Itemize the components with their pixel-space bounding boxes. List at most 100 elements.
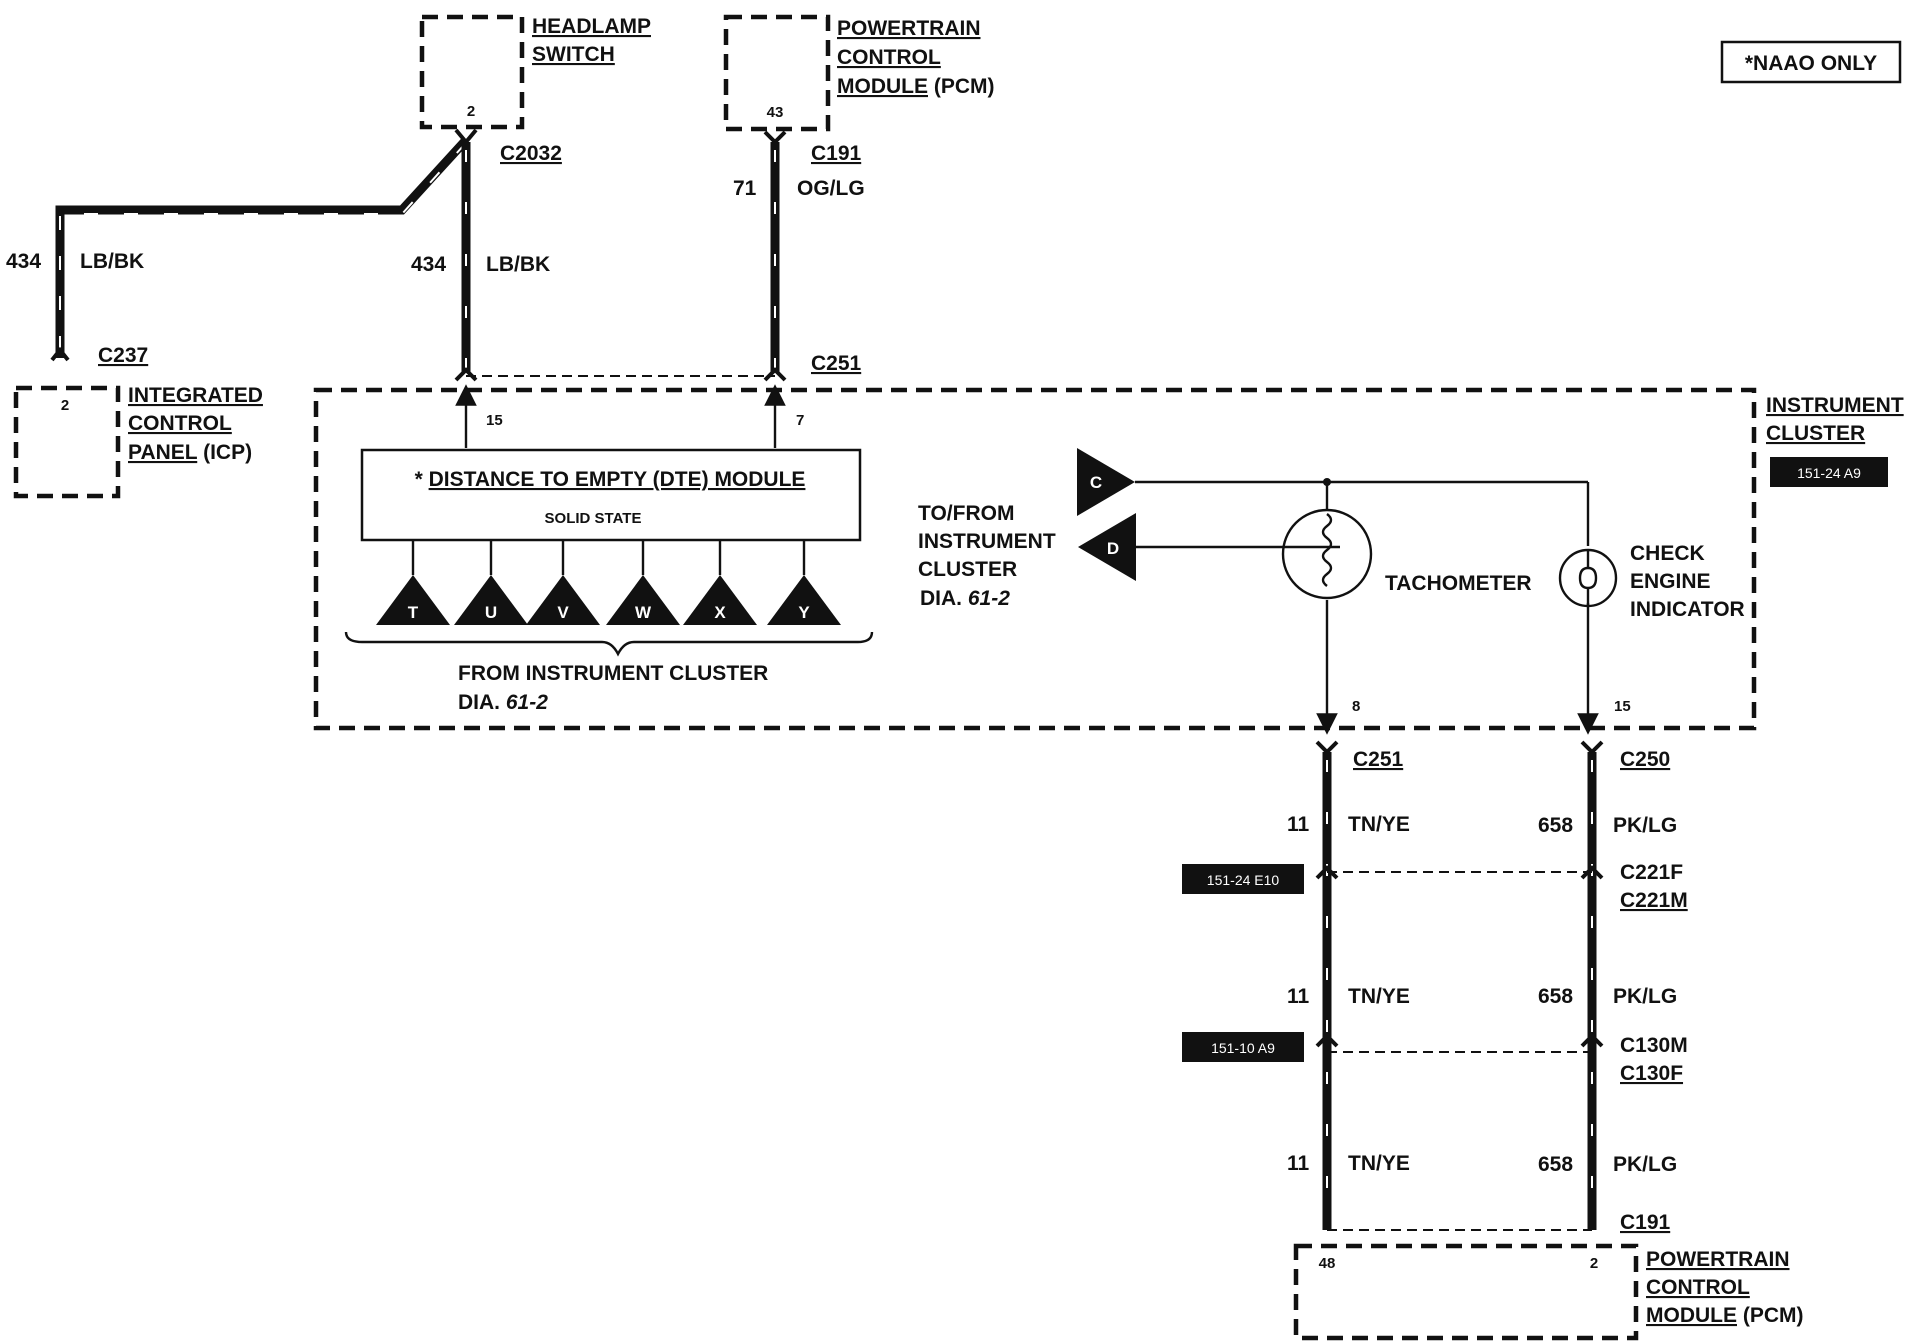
connector-c250: C250 bbox=[1620, 748, 1670, 771]
svg-text:X: X bbox=[714, 603, 726, 622]
headlamp-wire-color: LB/BK bbox=[486, 253, 550, 276]
headlamp-label-2: SWITCH bbox=[532, 43, 615, 66]
dte-module-subtitle: SOLID STATE bbox=[545, 510, 642, 527]
pcm-bottom-pin-left: 48 bbox=[1319, 1255, 1336, 1272]
headlamp-switch: 2 HEADLAMP SWITCH bbox=[419, 14, 651, 130]
to-from-dia: DIA. 61-2 bbox=[920, 587, 1010, 610]
dte-input-v: V bbox=[526, 540, 600, 625]
tach-wire-2-color: TN/YE bbox=[1348, 985, 1410, 1008]
pcm-top-pin: 43 bbox=[767, 104, 784, 121]
connector-c130f: C130F bbox=[1620, 1062, 1683, 1085]
headlamp-label-1: HEADLAMP bbox=[532, 15, 651, 38]
icp-wire-color: LB/BK bbox=[80, 250, 144, 273]
cluster-label-2: CLUSTER bbox=[1766, 422, 1865, 445]
pcm-bottom-label-2: CONTROL bbox=[1646, 1276, 1750, 1299]
connector-c2032: C2032 bbox=[500, 142, 562, 165]
icp-wire-circuit: 434 bbox=[6, 250, 41, 273]
svg-text:W: W bbox=[635, 603, 652, 622]
connector-c-triangle bbox=[1077, 448, 1135, 516]
svg-text:V: V bbox=[557, 603, 569, 622]
connector-d-triangle bbox=[1078, 513, 1136, 581]
dte-pin-right: 7 bbox=[796, 412, 804, 429]
wire-434-headlamp: 434 LB/BK C2032 bbox=[411, 128, 562, 382]
cluster-internal-wiring bbox=[1135, 478, 1599, 735]
tachometer-coil-icon bbox=[1321, 513, 1333, 587]
dte-input-w: W bbox=[606, 540, 680, 625]
cel-wire-1-circuit: 658 bbox=[1538, 814, 1573, 837]
pcm-bottom-pin-right: 2 bbox=[1590, 1255, 1598, 1272]
pcm-top-box bbox=[723, 14, 831, 132]
dte-inputs: T U V W X bbox=[376, 540, 841, 625]
pcm-bottom-label-3: MODULE (PCM) bbox=[1646, 1304, 1804, 1327]
dte-input-x: X bbox=[683, 540, 757, 625]
cel-wire-2-color: PK/LG bbox=[1613, 985, 1677, 1008]
connector-c191-bottom: C191 bbox=[1620, 1211, 1671, 1234]
icp-label-1: INTEGRATED bbox=[128, 384, 263, 407]
cel-wire-3-circuit: 658 bbox=[1538, 1153, 1573, 1176]
tach-wire-3-color: TN/YE bbox=[1348, 1152, 1410, 1175]
cluster-ref-text: 151-24 A9 bbox=[1797, 465, 1861, 481]
check-engine-indicator: CHECK ENGINE INDICATOR 15 bbox=[1558, 542, 1745, 715]
connector-c130m: C130M bbox=[1620, 1034, 1688, 1057]
pcm-wire-color: OG/LG bbox=[797, 177, 865, 200]
connector-c221f: C221F bbox=[1620, 861, 1683, 884]
tach-wire-1-circuit: 11 bbox=[1287, 813, 1310, 836]
headlamp-pin: 2 bbox=[467, 103, 475, 120]
naao-note-text: *NAAO ONLY bbox=[1745, 52, 1877, 75]
c221-ref-text: 151-24 E10 bbox=[1207, 872, 1280, 888]
tach-wire-1-color: TN/YE bbox=[1348, 813, 1410, 836]
tachometer-circle bbox=[1281, 508, 1373, 600]
connector-c221m: C221M bbox=[1620, 889, 1688, 912]
from-cluster-dia: DIA. 61-2 bbox=[458, 691, 548, 714]
check-engine-label-2: ENGINE bbox=[1630, 570, 1711, 593]
connector-c130: C130M C130F 151-10 A9 bbox=[1182, 1032, 1688, 1085]
wire-71-pcm: 71 OG/LG C191 bbox=[733, 130, 865, 382]
tachometer-label: TACHOMETER bbox=[1385, 572, 1532, 595]
check-engine-label-3: INDICATOR bbox=[1630, 598, 1745, 621]
dte-input-u: U bbox=[454, 540, 528, 625]
tach-wire-3-circuit: 11 bbox=[1287, 1152, 1310, 1175]
svg-text:U: U bbox=[485, 603, 497, 622]
check-engine-pin: 15 bbox=[1614, 698, 1631, 715]
headlamp-switch-box bbox=[419, 14, 525, 130]
svg-text:T: T bbox=[408, 603, 419, 622]
cluster-label-1: INSTRUMENT bbox=[1766, 394, 1904, 417]
icp-box bbox=[13, 385, 121, 499]
pcm-top-label-1: POWERTRAIN bbox=[837, 17, 981, 40]
svg-text:C: C bbox=[1090, 473, 1102, 492]
pcm-bottom: 48 2 POWERTRAIN CONTROL MODULE (PCM) bbox=[1293, 1243, 1804, 1341]
pcm-top: 43 POWERTRAIN CONTROL MODULE (PCM) bbox=[723, 14, 995, 132]
pcm-top-label-2: CONTROL bbox=[837, 46, 941, 69]
dte-input-y: Y bbox=[767, 540, 841, 625]
pcm-wire-circuit: 71 bbox=[733, 177, 757, 200]
check-engine-label-1: CHECK bbox=[1630, 542, 1705, 565]
tachometer: TACHOMETER 8 bbox=[1281, 508, 1532, 715]
connector-c251-bottom: C251 bbox=[1353, 748, 1404, 771]
to-from-cluster: C D TO/FROM INSTRUMENT CLUSTER DIA. 61-2 bbox=[918, 448, 1136, 610]
dte-pin-left: 15 bbox=[486, 412, 503, 429]
connector-c251-top: C251 bbox=[811, 352, 862, 375]
cel-wire-3-color: PK/LG bbox=[1613, 1153, 1677, 1176]
connector-c237: C237 bbox=[98, 344, 148, 367]
wire-434-icp: 434 LB/BK C237 bbox=[6, 136, 470, 367]
instrument-cluster: INSTRUMENT CLUSTER 151-24 A9 bbox=[313, 387, 1904, 731]
connector-c221: C221F C221M 151-24 E10 bbox=[1182, 861, 1688, 912]
dte-module-box bbox=[360, 448, 862, 542]
integrated-control-panel: 2 INTEGRATED CONTROL PANEL (ICP) bbox=[13, 384, 263, 499]
icp-label-2: CONTROL bbox=[128, 412, 232, 435]
tach-wire-2-circuit: 11 bbox=[1287, 985, 1310, 1008]
c221-ref-tag bbox=[1182, 864, 1304, 894]
from-cluster-label: FROM INSTRUMENT CLUSTER bbox=[458, 662, 768, 685]
dte-input-t: T bbox=[376, 540, 450, 625]
input-brace bbox=[344, 631, 874, 657]
cluster-ref-tag bbox=[1770, 457, 1888, 487]
tachometer-pin: 8 bbox=[1352, 698, 1360, 715]
cel-wire-2-circuit: 658 bbox=[1538, 985, 1573, 1008]
pcm-bottom-label-1: POWERTRAIN bbox=[1646, 1248, 1790, 1271]
to-from-label-2: INSTRUMENT bbox=[918, 530, 1056, 553]
wire-658-check-engine: 658 PK/LG 658 PK/LG 658 PK/LG bbox=[1538, 740, 1677, 1230]
instrument-cluster-box bbox=[313, 387, 1757, 731]
connector-c191-bottom-group: C191 bbox=[1327, 1211, 1671, 1234]
